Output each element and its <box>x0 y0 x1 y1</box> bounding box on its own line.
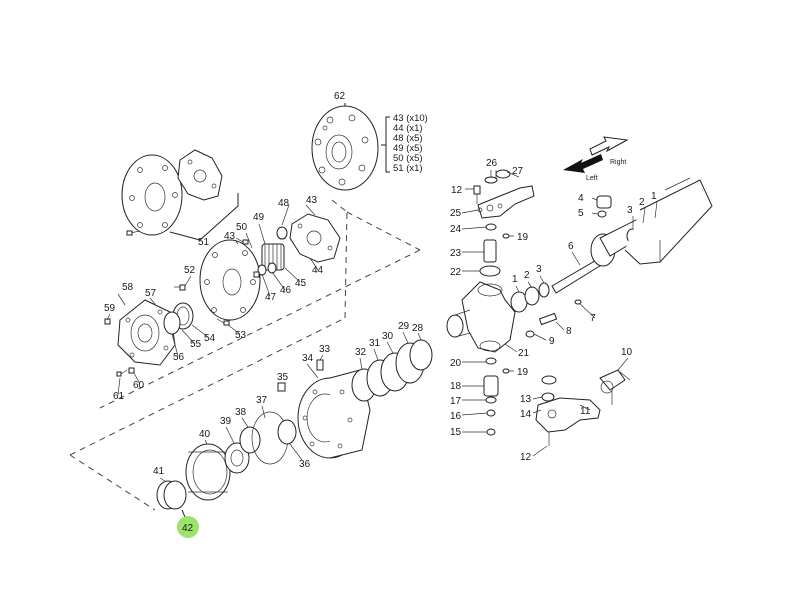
part-label-45: 45 <box>295 278 307 289</box>
legend-item: 44 (x1) <box>393 123 423 134</box>
kit-legend: 43 (x10) 44 (x1) 48 (x5) 49 (x5) 50 (x5)… <box>381 113 428 174</box>
part-label-22: 22 <box>450 267 462 278</box>
part-label-4: 4 <box>578 193 584 204</box>
part-label-54: 54 <box>204 333 216 344</box>
part-label-13: 13 <box>520 394 532 405</box>
part-label-12b: 12 <box>520 452 532 463</box>
part-label-2: 2 <box>524 270 530 281</box>
hub-assembly <box>156 339 433 518</box>
right-arrow-icon <box>589 136 629 156</box>
part-label-40: 40 <box>199 429 211 440</box>
leader-lines <box>106 170 658 482</box>
part-label-44: 44 <box>312 265 324 276</box>
part-label-51: 51 <box>198 237 210 248</box>
part-label-46: 46 <box>280 285 292 296</box>
part-label-27: 27 <box>512 166 524 177</box>
dashed-group-outline <box>69 199 421 511</box>
part-label-62: 62 <box>334 91 346 102</box>
part-label-14: 14 <box>520 409 532 420</box>
part-label-42[interactable]: 42 <box>182 523 194 534</box>
part-label-19a: 19 <box>517 232 529 243</box>
part-label-43a: 43 <box>306 195 318 206</box>
part-label-12a: 12 <box>451 185 463 196</box>
part-label-31: 31 <box>369 338 381 349</box>
part-label-19b: 19 <box>517 367 529 378</box>
part-label-35: 35 <box>277 372 289 383</box>
part-label-6: 6 <box>568 241 574 252</box>
part-label-59: 59 <box>104 303 116 314</box>
planet-gear-set <box>199 213 341 321</box>
part-label-15: 15 <box>450 427 462 438</box>
steering-knuckle-group <box>446 169 558 436</box>
part-label-37: 37 <box>256 395 268 406</box>
part-label-28: 28 <box>412 323 424 334</box>
part-label-32: 32 <box>355 347 367 358</box>
legend-item: 50 (x5) <box>393 153 423 164</box>
part-label-24: 24 <box>450 224 462 235</box>
part-label-49: 49 <box>253 212 265 223</box>
part-label-58: 58 <box>122 282 134 293</box>
right-direction-label: Right <box>610 159 626 166</box>
part-51-carrier-assembly <box>121 149 239 241</box>
part-label-36: 36 <box>299 459 311 470</box>
part-label-43b: 43 <box>224 231 236 242</box>
part-label-3b: 3 <box>627 205 633 216</box>
part-label-11: 11 <box>580 406 591 417</box>
part-label-60: 60 <box>133 380 145 391</box>
part-label-47: 47 <box>265 292 277 303</box>
part-label-7: 7 <box>590 313 596 324</box>
part-label-52: 52 <box>184 265 196 276</box>
part-label-10: 10 <box>621 347 633 358</box>
part-label-25: 25 <box>450 208 462 219</box>
left-direction-label: Left <box>586 175 598 182</box>
part-label-20: 20 <box>450 358 462 369</box>
part-label-61: 61 <box>113 391 125 402</box>
part-62-planet-carrier <box>311 103 379 191</box>
part-label-1b: 1 <box>651 191 657 202</box>
part-label-16: 16 <box>450 411 462 422</box>
part-42-highlight[interactable]: 42 <box>177 516 199 538</box>
part-label-41: 41 <box>153 466 165 477</box>
part-label-8: 8 <box>566 326 572 337</box>
direction-arrows: Left Right <box>563 136 629 182</box>
part-label-30: 30 <box>382 331 394 342</box>
part-label-26: 26 <box>486 158 498 169</box>
part-label-57: 57 <box>145 288 157 299</box>
part-label-38: 38 <box>235 407 247 418</box>
part-label-55: 55 <box>190 339 202 350</box>
part-label-29: 29 <box>398 321 410 332</box>
left-arrow-icon <box>563 154 603 173</box>
tie-rod-group <box>535 369 631 446</box>
part-label-23: 23 <box>450 248 462 259</box>
part-label-17: 17 <box>450 396 462 407</box>
part-label-5: 5 <box>578 208 584 219</box>
part-label-56: 56 <box>173 352 185 363</box>
part-label-3a: 3 <box>536 264 542 275</box>
part-label-48: 48 <box>278 198 290 209</box>
part-label-50: 50 <box>236 222 248 233</box>
part-label-39: 39 <box>220 416 232 427</box>
legend-item: 43 (x10) <box>393 113 428 124</box>
highlight-marker[interactable] <box>177 516 199 538</box>
part-label-53: 53 <box>235 330 247 341</box>
legend-item: 51 (x1) <box>393 163 423 174</box>
part-label-21: 21 <box>518 348 530 359</box>
wheel-cover-group <box>104 284 230 377</box>
part-label-18: 18 <box>450 381 462 392</box>
part-label-9: 9 <box>549 336 555 347</box>
legend-item: 49 (x5) <box>393 143 423 154</box>
part-label-34: 34 <box>302 353 314 364</box>
part-label-33: 33 <box>319 344 331 355</box>
part-label-2b: 2 <box>639 197 645 208</box>
legend-item: 48 (x5) <box>393 133 423 144</box>
axle-shaft-group <box>510 177 713 313</box>
part-label-1a: 1 <box>512 274 518 285</box>
